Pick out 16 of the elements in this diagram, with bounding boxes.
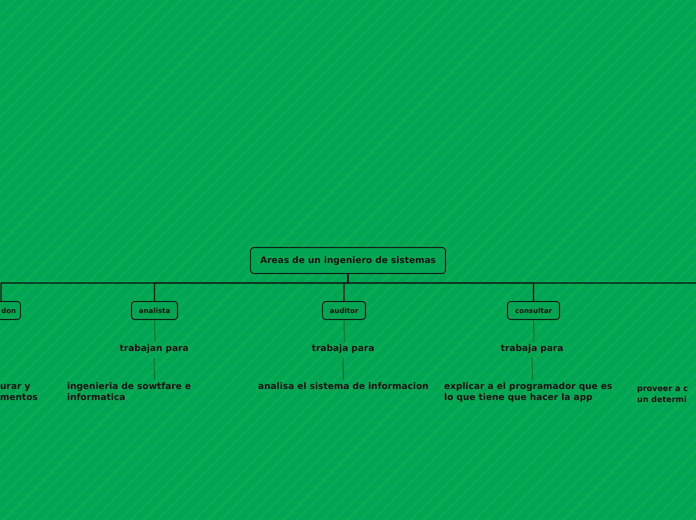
description-text: explicar a el programador que es lo que tiene que hacer la app: [444, 382, 619, 404]
connector-line: [532, 358, 533, 380]
connector-line: [533, 320, 534, 342]
relation-label: analisa el sistema de informacion: [258, 382, 434, 393]
relation-label: trabaja para: [492, 344, 572, 355]
connector-line: [154, 358, 155, 380]
description-text: urar y mentos: [0, 382, 40, 404]
relation-label: trabaja para: [303, 344, 383, 355]
connector-line: [154, 320, 156, 342]
connector-line: [344, 320, 345, 342]
description-text: ingenieria de sowtfare e informatica: [67, 382, 197, 404]
description-text: proveer a c un determi: [637, 383, 696, 405]
connector-line: [347, 274, 696, 284]
topic-box: Areas de un ingeniero de sistemas: [250, 247, 446, 274]
relation-label: trabajan para: [114, 344, 194, 355]
connector-line: [342, 358, 344, 380]
